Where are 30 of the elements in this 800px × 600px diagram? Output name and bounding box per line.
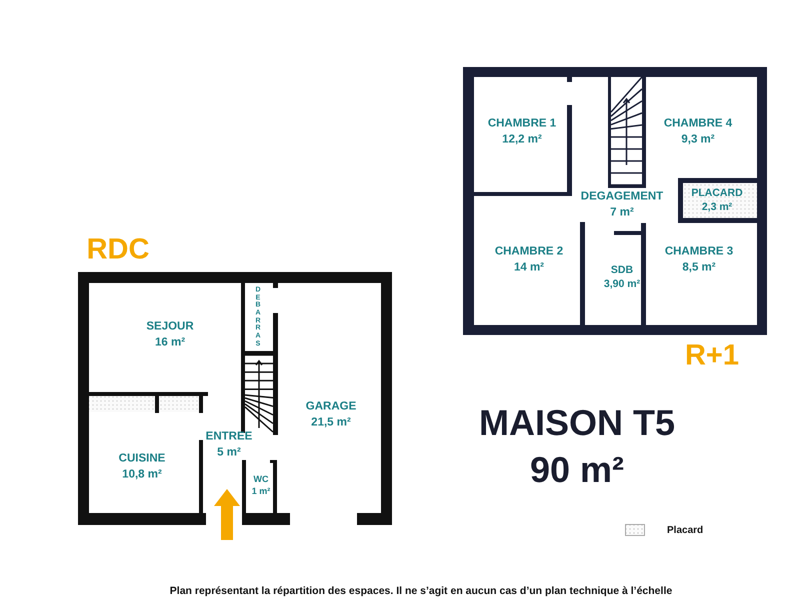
room-name: CUISINE xyxy=(118,451,166,466)
room-area: 8,5 m² xyxy=(682,260,716,276)
floor-heading: RDC xyxy=(86,234,150,266)
room-area: 21,5 m² xyxy=(311,415,351,431)
room-name: WC xyxy=(254,472,268,485)
room-name: DEGAGEMENT xyxy=(580,189,664,204)
room-name: PLACARD xyxy=(691,186,743,200)
total-area: 90 m² xyxy=(530,449,624,491)
room-name: SDB xyxy=(610,262,634,277)
room-name: CHAMBRE 1 xyxy=(488,116,556,132)
room-area: 7 m² xyxy=(610,205,634,221)
room-name: SEJOUR xyxy=(146,319,194,334)
room-area: 1 m² xyxy=(252,485,270,498)
disclaimer-note: Plan représentant la répartition des espaces. Il ne s’agit en aucun cas d’un plan technique à l’échelle xyxy=(170,585,672,597)
floor-heading: R+1 xyxy=(685,340,739,372)
room-area: 12,2 m² xyxy=(502,132,542,148)
room-area: 10,8 m² xyxy=(122,467,162,483)
room-name: ENTREE xyxy=(206,429,252,444)
house-title: MAISON T5 xyxy=(479,402,675,444)
room-area: 5 m² xyxy=(217,445,241,461)
room-name: CHAMBRE 3 xyxy=(664,244,734,260)
room-name: CHAMBRE 2 xyxy=(494,244,564,260)
room-area: 16 m² xyxy=(154,335,186,351)
room-area: 9,3 m² xyxy=(681,132,715,148)
legend-label: Placard xyxy=(667,524,704,536)
room-area: 2,3 m² xyxy=(702,200,732,214)
room-name: GARAGE xyxy=(306,399,356,414)
room-area: 3,90 m² xyxy=(604,277,640,292)
room-area: 14 m² xyxy=(514,260,544,276)
room-name: CHAMBRE 4 xyxy=(664,116,732,132)
